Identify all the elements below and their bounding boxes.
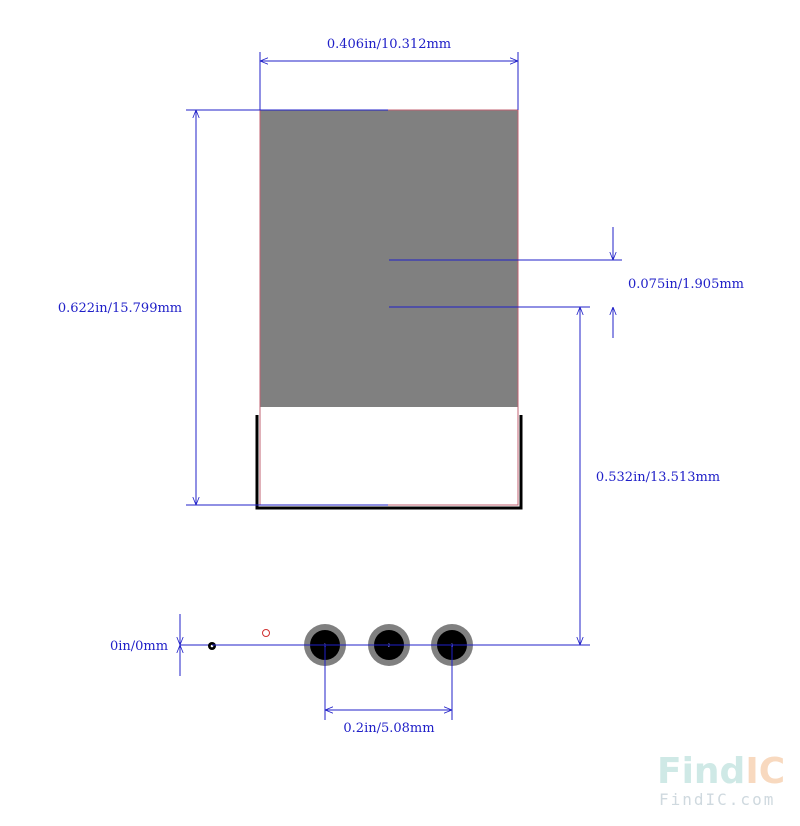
watermark-brand-right: IC: [745, 751, 785, 792]
width-dimension-label: 0.406in/10.312mm: [327, 37, 451, 52]
watermark: FindIC FindIC.com: [657, 751, 785, 809]
pin1-indicator: [262, 629, 270, 637]
body-offset-dimension-label: 0.532in/13.513mm: [596, 470, 720, 485]
silkscreen-outline: [255, 415, 523, 510]
height-dimension-label: 0.622in/15.799mm: [58, 301, 182, 316]
pin-offset-dimension-label: 0.075in/1.905mm: [628, 277, 744, 292]
watermark-url: FindIC.com: [659, 790, 775, 809]
watermark-brand-left: Find: [657, 751, 745, 792]
height-dimension: [186, 109, 388, 506]
component-body: [260, 110, 518, 407]
pin-offset-dimension: [389, 227, 622, 338]
pitch-dimension-label: 0.2in/5.08mm: [343, 721, 434, 736]
svg-text:FindIC: FindIC: [657, 751, 785, 792]
pitch-dimension: [324, 645, 453, 720]
origin-dimension-label: 0in/0mm: [110, 639, 168, 654]
width-dimension: [259, 52, 519, 110]
